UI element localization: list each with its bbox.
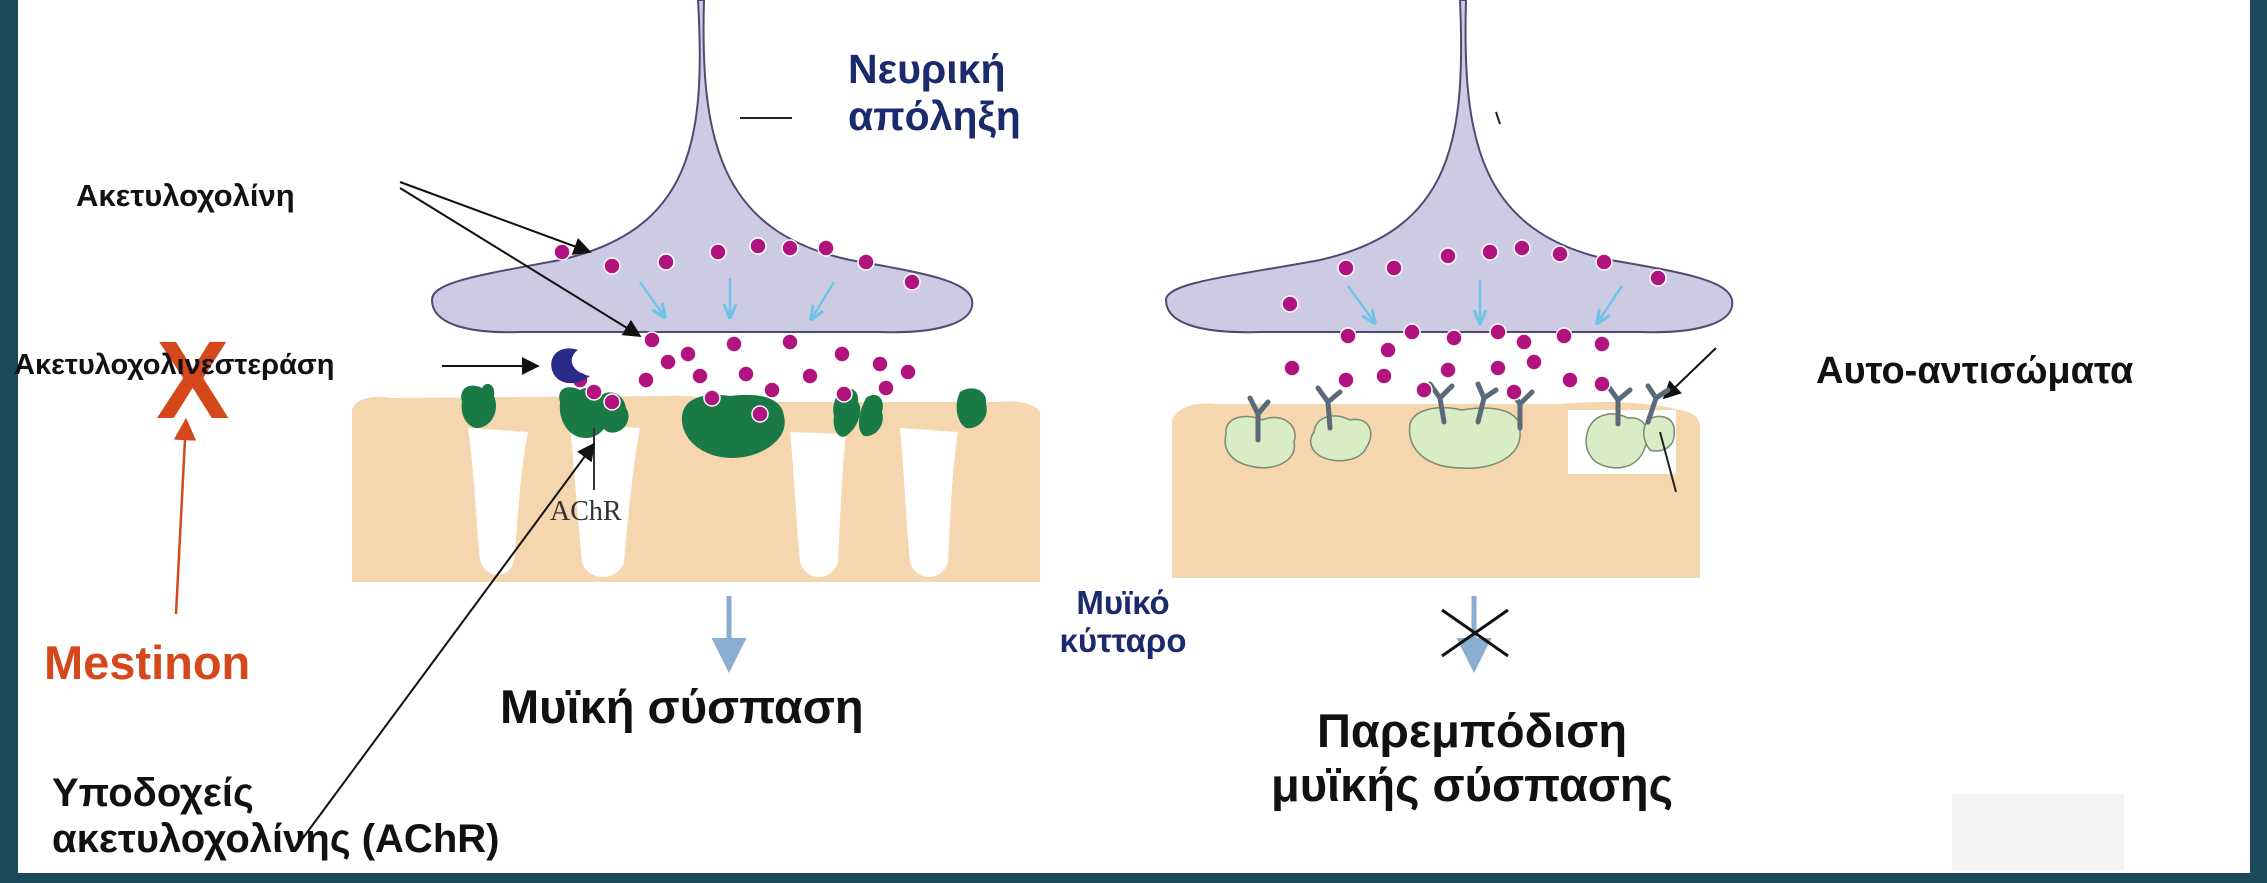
autoantibodies-label: Αυτο-αντισώματα xyxy=(1816,350,2133,394)
nerve-terminal-blocked xyxy=(1166,0,1732,332)
achr-short-svg: AChR xyxy=(550,496,622,527)
mestinon-arrow xyxy=(176,420,186,614)
nerve-terminal-line-1: Νευρική xyxy=(848,46,1021,93)
receptors-line-2: ακετυλοχολίνης (AChR) xyxy=(52,816,499,862)
receptors-line-1: Υποδοχείς xyxy=(52,770,499,816)
white-patch xyxy=(1952,794,2124,870)
receptors-label: Υποδοχείς ακετυλοχολίνης (AChR) xyxy=(52,770,499,862)
blocked-contraction-label: Παρεμπόδιση μυϊκής σύσπασης xyxy=(1232,704,1712,812)
enzyme-icon xyxy=(551,348,590,383)
nerve-terminal-label: Νευρική απόληξη xyxy=(848,46,1021,140)
acetylcholine-label: Ακετυλοχολίνη xyxy=(76,178,295,214)
blocked-contraction-line-2: μυϊκής σύσπασης xyxy=(1232,758,1712,812)
muscle-cell-label: Μυϊκό κύτταρο xyxy=(1048,584,1198,660)
muscle-cell-line-1: Μυϊκό xyxy=(1048,584,1198,622)
muscle-contraction-label: Μυϊκή σύσπαση xyxy=(500,680,864,734)
blocked-contraction-line-1: Παρεμπόδιση xyxy=(1232,704,1712,758)
nerve-terminal-line-2: απόληξη xyxy=(848,93,1021,140)
mestinon-label: Mestinon xyxy=(44,636,250,690)
muscle-cell-line-2: κύτταρο xyxy=(1048,622,1198,660)
acetylcholinesterase-label: Ακετυλοχολινεστεράση xyxy=(14,349,334,382)
